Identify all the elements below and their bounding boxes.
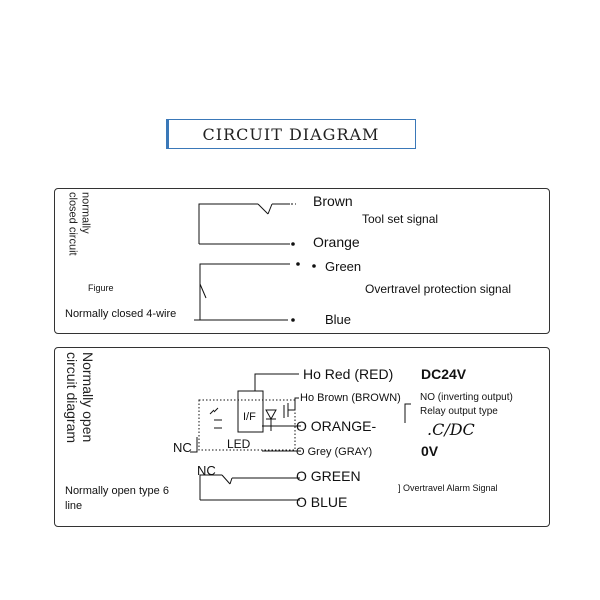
tool-set-switch [198,203,296,246]
open-type-label: Normally open type 6 line [65,484,169,514]
if-label: I/F [243,411,256,423]
open-side-label-line1: Normally open [80,352,97,443]
wire-green-label: Green [325,259,362,274]
nc-label-2: NC [197,463,216,478]
overtravel-protection-label: Overtravel protection signal [365,282,512,296]
wire-orange-label: Orange [313,234,360,250]
closed-side-label-line2: closed circuit [66,192,79,256]
relay-output-label: Relay output type [420,406,498,417]
page-title: CIRCUIT DIAGRAM [202,125,380,144]
overtravel-switch [194,262,316,322]
wire-blue-label: Blue [325,312,352,327]
normally-open-panel [54,347,550,527]
closed-type-label: Normally closed 4-wire [65,308,177,320]
wire-red-label: Ho Red (RED) [303,366,394,382]
normally-closed-panel [54,188,550,334]
closed-side-label-line1: normally [79,192,92,234]
wire-grey-label: O Grey (GRAY) [296,446,373,458]
wire-brown-label: Brown [313,193,353,209]
closed-side-label: normally closed circuit [66,192,92,256]
wire-blue-open-label: O BLUE [296,494,348,510]
wire-brown-open-label: Ho Brown (BROWN) [300,392,401,404]
open-type-label-line2: line [65,500,83,512]
no-inverting-label: NO (inverting output) [420,392,513,403]
tool-set-signal-label: Tool set signal [362,212,439,226]
overtravel-alarm-label: ] Overtravel Alarm Signal [398,483,498,493]
open-side-label-line2: circuit diagram [64,352,81,444]
open-circuit-wiring [190,373,411,501]
ac-dc-label: .C/DC [427,420,475,439]
led-label: LED [227,437,251,451]
open-side-label: Normally open circuit diagram [64,352,96,443]
nc-label-1: NC [173,440,192,455]
wire-green-open-label: O GREEN [296,468,361,484]
title-box: CIRCUIT DIAGRAM [166,119,416,149]
dc-voltage-label: DC24V [421,366,467,382]
wire-orange-open-label: O ORANGE- [296,418,377,434]
figure-label: Figure [88,283,114,293]
zero-volt-label: 0V [421,443,439,459]
open-type-label-line1: Normally open type 6 [65,485,169,497]
